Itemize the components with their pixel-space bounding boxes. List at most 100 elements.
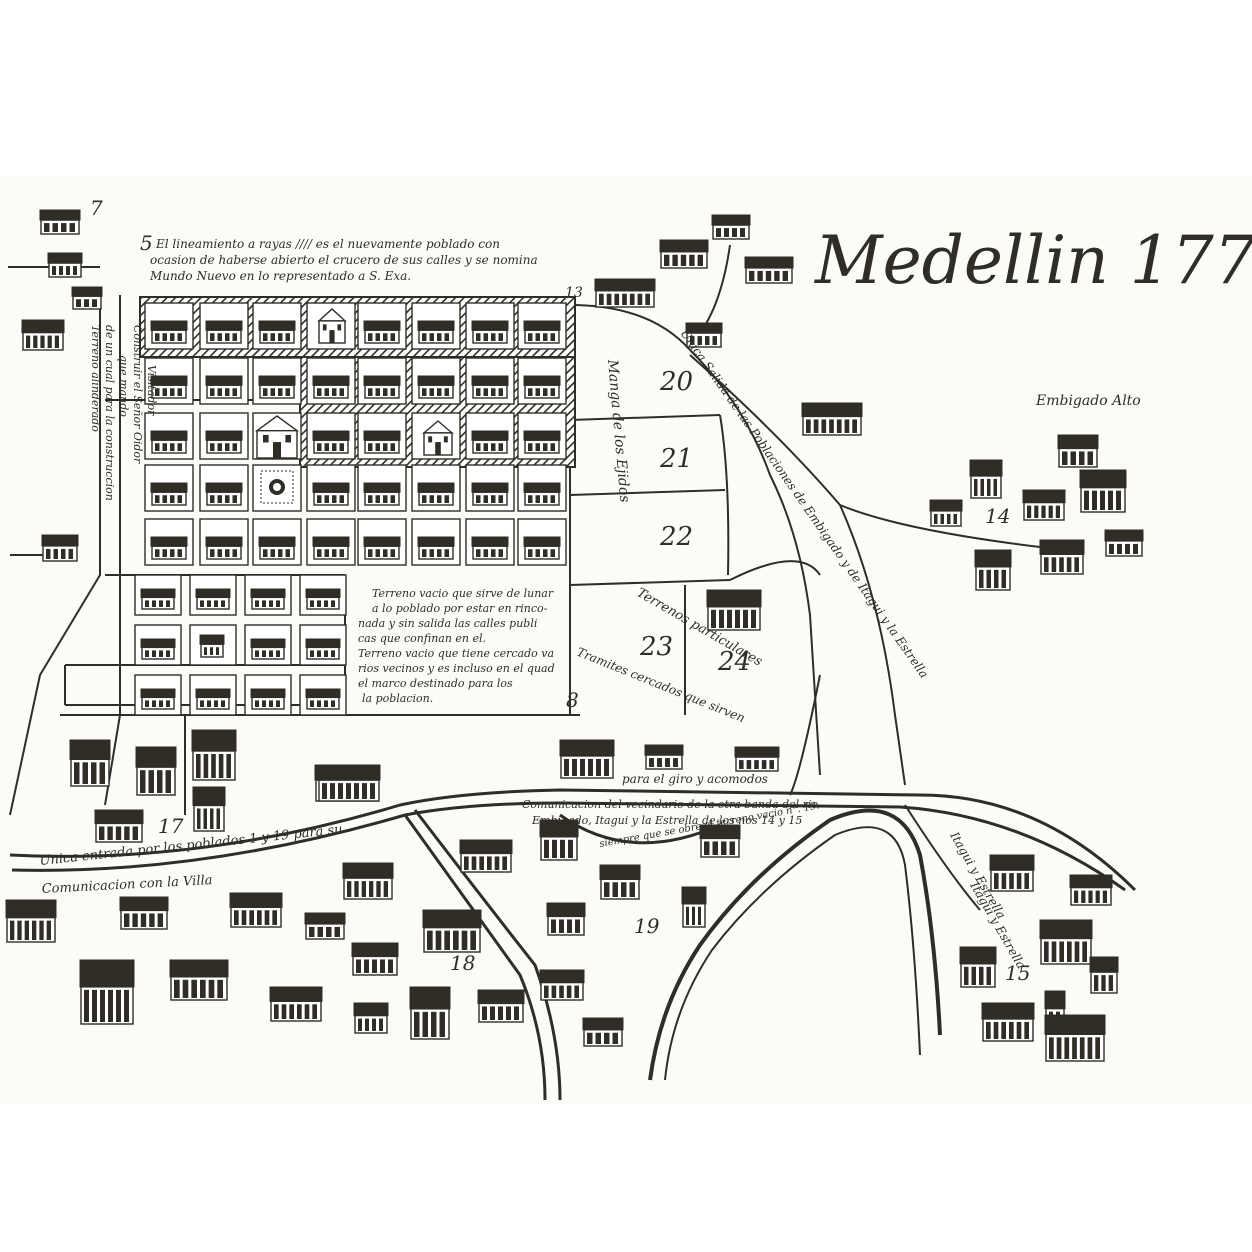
house-icon bbox=[363, 536, 401, 560]
number-8: 8 bbox=[566, 688, 579, 712]
house-icon bbox=[150, 320, 188, 344]
block-numbers: 5 7 8 13 14 15 17 18 19 20 21 22 23 24 bbox=[90, 196, 1030, 985]
house-icon bbox=[305, 638, 341, 660]
house-icon bbox=[471, 430, 509, 454]
svg-text:Construir el Señor Oidor: Construir el Señor Oidor bbox=[131, 325, 144, 464]
house-icon bbox=[471, 482, 509, 506]
house-icon bbox=[471, 320, 509, 344]
svg-text:de un cual para la construccio: de un cual para la construccion bbox=[103, 325, 116, 501]
embigado-alto-label: Embigado Alto bbox=[1035, 393, 1141, 409]
svg-text:Visitador: Visitador bbox=[145, 365, 158, 416]
house-icon bbox=[989, 854, 1035, 892]
number-13: 13 bbox=[565, 285, 583, 301]
house-icon bbox=[477, 989, 525, 1023]
number-22: 22 bbox=[659, 522, 693, 552]
title-text: Medellin 1770 bbox=[814, 222, 1252, 299]
house-icon bbox=[312, 482, 350, 506]
house-icon bbox=[169, 959, 229, 1001]
number-24: 24 bbox=[717, 647, 751, 677]
house-icon bbox=[363, 482, 401, 506]
house-icon bbox=[258, 375, 296, 399]
house-icon bbox=[1079, 469, 1127, 513]
house-icon bbox=[594, 278, 656, 308]
house-icon bbox=[250, 588, 286, 610]
house-icon bbox=[71, 286, 103, 310]
house-icon bbox=[1089, 956, 1119, 994]
number-7: 7 bbox=[90, 196, 103, 220]
house-icon bbox=[39, 209, 81, 235]
svg-text:Terreno alinderado: Terreno alinderado bbox=[89, 325, 102, 432]
house-icon bbox=[205, 430, 243, 454]
manga-ejidos-label: Manga de los Ejidos bbox=[604, 358, 633, 503]
house-icon bbox=[351, 942, 399, 976]
terreno-line3: nada y sin salida las calles publi bbox=[358, 617, 537, 630]
house-icon bbox=[523, 430, 561, 454]
house-icon bbox=[471, 375, 509, 399]
map-sheet: Medellin 1770 5 7 8 13 14 15 17 18 19 20… bbox=[0, 175, 1252, 1105]
house-icon bbox=[312, 375, 350, 399]
house-icon bbox=[1104, 529, 1144, 557]
note5-line3: Mundo Nuevo en lo representado a S. Exa. bbox=[149, 269, 411, 283]
number-17: 17 bbox=[158, 814, 184, 838]
house-icon bbox=[523, 482, 561, 506]
house-icon bbox=[582, 1017, 624, 1047]
para-el-giro-label: para el giro y acomodos bbox=[622, 772, 768, 786]
svg-text:que mando: que mando bbox=[117, 355, 130, 417]
house-icon bbox=[312, 430, 350, 454]
house-icon bbox=[417, 375, 455, 399]
terreno-line2: a lo poblado por estar en rinco- bbox=[372, 602, 548, 615]
house-icon bbox=[1044, 1014, 1106, 1062]
number-21: 21 bbox=[659, 444, 693, 474]
house-icon bbox=[135, 746, 177, 796]
house-icon bbox=[258, 536, 296, 560]
house-icon bbox=[681, 886, 707, 928]
house-icon bbox=[150, 482, 188, 506]
house-icon bbox=[523, 536, 561, 560]
number-18: 18 bbox=[450, 951, 475, 975]
house-icon bbox=[305, 588, 341, 610]
house-icon bbox=[195, 588, 231, 610]
house-icon bbox=[47, 252, 83, 278]
left-margin-note: Terreno alinderado de un cual para la co… bbox=[89, 325, 158, 501]
house-icon bbox=[205, 375, 243, 399]
house-icon bbox=[744, 256, 794, 284]
house-icon bbox=[539, 969, 585, 1001]
house-icon bbox=[353, 1002, 389, 1034]
house-icon bbox=[706, 589, 762, 631]
house-icon bbox=[546, 902, 586, 936]
number-20: 20 bbox=[659, 367, 693, 397]
house-icon bbox=[140, 588, 176, 610]
house-icon bbox=[150, 536, 188, 560]
house-icon bbox=[417, 320, 455, 344]
house-icon bbox=[199, 634, 225, 658]
house-icon bbox=[417, 536, 455, 560]
fountain-icon bbox=[260, 470, 294, 504]
house-icon bbox=[305, 688, 341, 710]
house-icon bbox=[363, 375, 401, 399]
house-icon bbox=[363, 430, 401, 454]
house-icon bbox=[363, 320, 401, 344]
comunicacion-villa-label: Comunicacion con la Villa bbox=[41, 873, 212, 897]
note5-line1: El lineamiento a rayas //// es el nuevam… bbox=[155, 237, 500, 251]
house-icon bbox=[69, 739, 111, 787]
house-icon bbox=[150, 375, 188, 399]
house-icon bbox=[258, 320, 296, 344]
number-15: 15 bbox=[1005, 961, 1030, 985]
comunicacion-rio2-label: Embigado, Itagui y la Estrella de los no… bbox=[531, 814, 802, 827]
house-icon bbox=[422, 909, 482, 953]
church-icon bbox=[317, 308, 347, 344]
house-icon bbox=[205, 320, 243, 344]
note5-line2: ocasion de haberse abierto el crucero de… bbox=[150, 253, 538, 267]
house-icon bbox=[342, 862, 394, 900]
house-icon bbox=[150, 430, 188, 454]
terreno-line8: la poblacion. bbox=[362, 692, 433, 705]
house-icon bbox=[599, 864, 641, 900]
house-icon bbox=[312, 536, 350, 560]
house-icon bbox=[659, 239, 709, 269]
house-icon bbox=[929, 499, 963, 527]
house-icon bbox=[1039, 539, 1085, 575]
house-icon bbox=[191, 729, 237, 781]
house-icon bbox=[205, 482, 243, 506]
house-icon bbox=[459, 839, 513, 873]
number-5: 5 bbox=[140, 231, 153, 255]
